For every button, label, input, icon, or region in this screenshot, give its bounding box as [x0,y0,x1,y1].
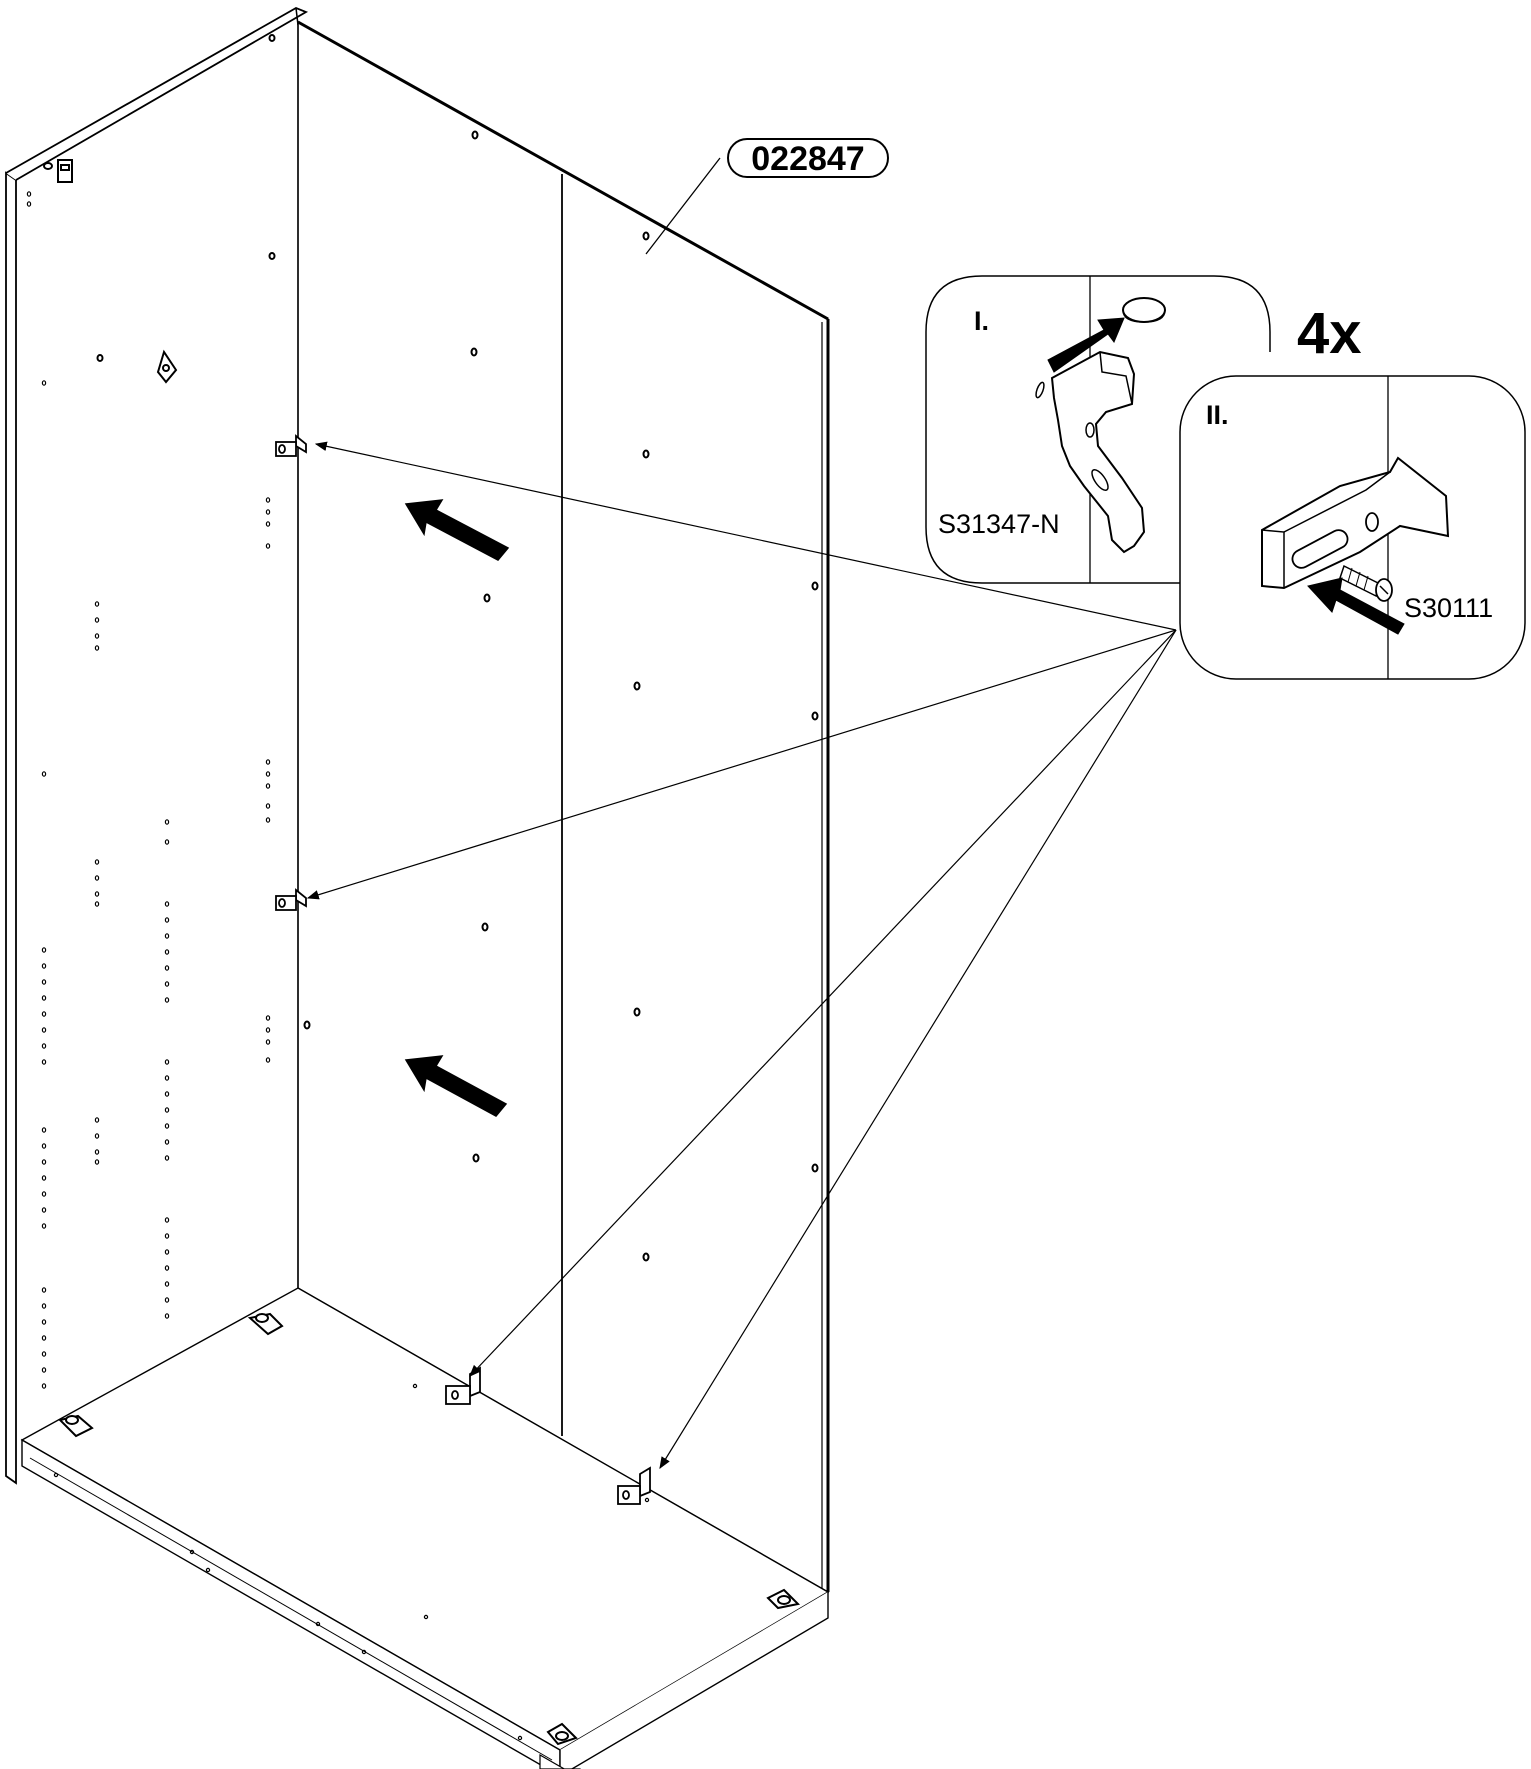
back-panel-holes [96,34,819,1262]
quantity-label: 4x [1297,301,1362,366]
screw-s30111 [1339,564,1393,602]
cover-cap [1122,297,1166,323]
part-number-label: 022847 [751,140,864,178]
push-arrows [404,499,510,1117]
push-arrow-lower [404,1055,508,1117]
step-one-part-code: S31347-N [938,509,1060,539]
cam-connectors [58,1312,801,1746]
step-two-part-code: S30111 [1404,593,1493,623]
bottom-panel-holes [53,1383,650,1741]
bracket-bottom-right [617,1466,651,1505]
insert-arrow-one [1047,317,1125,373]
insert-arrow-two [1307,577,1405,635]
detail-step-two: II. S30111 [1179,375,1526,680]
cabinet-carcass [5,7,830,1769]
step-two-label: II. [1206,400,1229,430]
part-number-callout: 022847 [645,138,889,255]
push-arrow-upper [404,499,510,561]
bracket-middle [275,888,307,911]
top-fittings [43,159,178,384]
shelf-brackets [275,434,651,1505]
side-panel-holes [26,191,271,1389]
left-side-panel [5,171,17,1485]
step-one-label: I. [974,306,989,336]
bracket-s31347n [1050,350,1146,554]
leader-lines [306,441,1177,1470]
bracket-upper [275,434,307,457]
